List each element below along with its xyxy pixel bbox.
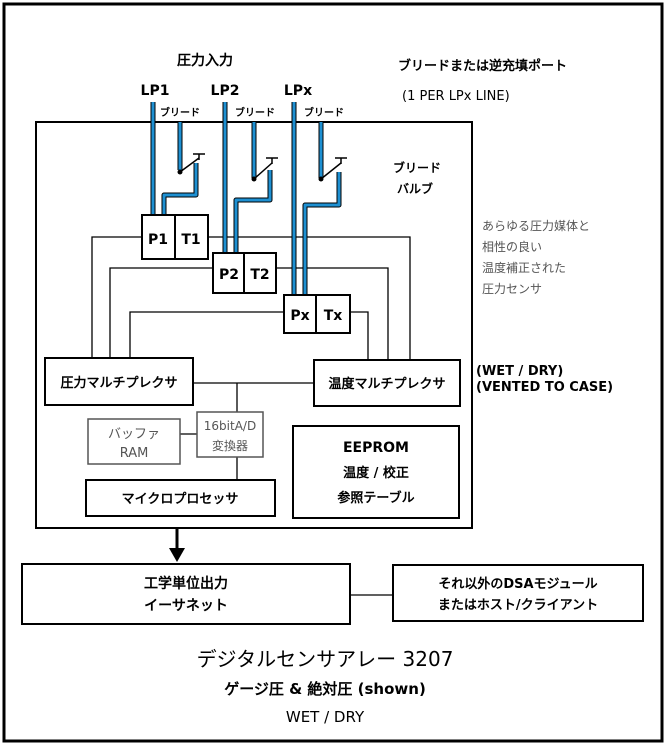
buffer-ram: バッファ RAM [87, 418, 181, 465]
wet-dry-note-2: (VENTED TO CASE) [476, 380, 613, 395]
product-title: デジタルセンサアレー 3207 [197, 647, 454, 671]
temp-mux-label: 温度マルチプレクサ [328, 376, 445, 392]
bleed-valve-icon-2 [251, 157, 278, 182]
wet-dry-note-1: (WET / DRY) [476, 364, 563, 379]
lp1-label: LP1 [141, 83, 170, 99]
output-arrow [169, 528, 185, 562]
eeprom-label-1: EEPROM [343, 440, 409, 456]
sensor-px-label: Px [290, 308, 309, 324]
pressure-lines [150, 102, 342, 295]
bleed-valve-label-2: バルブ [397, 181, 433, 196]
sensor-p2-t2: P2 T2 [212, 252, 277, 294]
bleed-label-2: ブリード [235, 106, 275, 119]
output-label-2: イーサネット [144, 598, 228, 614]
sensor-t1-label: T1 [181, 232, 200, 248]
adc-label-1: 16bitA/D [204, 419, 256, 433]
product-subtitle: ゲージ圧 & 絶対圧 (shown) [224, 680, 426, 698]
microprocessor: マイクロプロセッサ [85, 479, 276, 517]
lpx-label: LPx [284, 83, 312, 99]
pressure-multiplexer: 圧力マルチプレクサ [44, 357, 194, 406]
sensor-note-2: 相性の良い [482, 239, 542, 254]
output-label-1: 工学単位出力 [144, 575, 228, 592]
sensor-note-1: あらゆる圧力媒体と [482, 219, 590, 233]
sensor-note-3: 温度補正された [482, 260, 566, 275]
sensor-p1-t1: P1 T1 [141, 214, 209, 260]
pressure-mux-label: 圧力マルチプレクサ [60, 375, 177, 391]
sensor-note-4: 圧力センサ [482, 282, 542, 296]
sensor-p2-label: P2 [219, 267, 239, 283]
bleed-port-note: (1 PER LPx LINE) [402, 89, 510, 104]
buffer-ram-label-1: バッファ [108, 427, 160, 442]
other-dsa-label-1: それ以外のDSAモジュール [438, 576, 597, 592]
bleed-valve-icon-1 [177, 153, 205, 175]
lp2-label: LP2 [211, 83, 240, 99]
eeprom-label-3: 参照テーブル [337, 490, 414, 506]
bleed-label-1: ブリード [160, 106, 200, 119]
sensor-tx-label: Tx [324, 308, 343, 324]
product-mode: WET / DRY [286, 708, 365, 726]
pressure-input-label: 圧力入力 [177, 52, 233, 69]
bleed-port-title: ブリードまたは逆充填ポート [398, 58, 567, 74]
eeprom-label-2: 温度 / 校正 [343, 465, 409, 481]
bleed-label-x: ブリード [304, 106, 344, 119]
sensor-p1-label: P1 [148, 232, 168, 248]
other-dsa-label-2: またはホスト/クライアント [438, 598, 598, 613]
bleed-valve-icon-x [318, 157, 347, 182]
output-box: 工学単位出力 イーサネット [21, 563, 351, 625]
other-dsa-box: それ以外のDSAモジュール またはホスト/クライアント [392, 564, 644, 622]
sensor-px-tx: Px Tx [283, 294, 351, 334]
microprocessor-label: マイクロプロセッサ [122, 492, 239, 507]
ad-converter: 16bitA/D 変換器 [196, 411, 264, 458]
adc-label-2: 変換器 [212, 438, 248, 453]
sensor-t2-label: T2 [250, 267, 269, 283]
temperature-multiplexer: 温度マルチプレクサ [313, 359, 461, 407]
bleed-valve-label-1: ブリード [393, 160, 441, 175]
buffer-ram-label-2: RAM [120, 446, 149, 461]
internal-wiring [91, 236, 411, 480]
eeprom: EEPROM 温度 / 校正 参照テーブル [292, 425, 460, 519]
